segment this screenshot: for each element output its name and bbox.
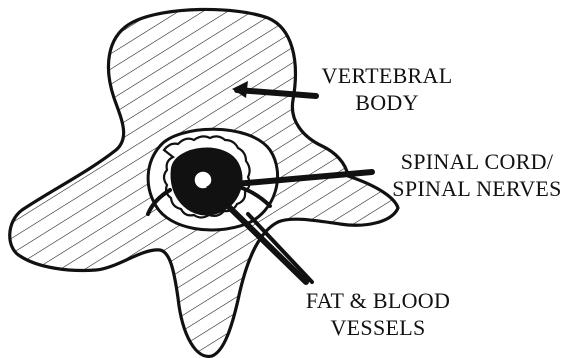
- vertebral-body-label: VERTEBRAL BODY: [302, 62, 472, 116]
- fat-blood-pointer: [248, 214, 312, 282]
- fat-blood-vessels-label: FAT & BLOOD VESSELS: [288, 287, 468, 341]
- fat-blood-vessels-label-line2: VESSELS: [288, 314, 468, 341]
- vertebral-body-label-line2: BODY: [302, 89, 472, 116]
- fat-blood-vessels-label-line1: FAT & BLOOD: [288, 287, 468, 314]
- spinal-cord-label: SPINAL CORD/ SPINAL NERVES: [372, 148, 580, 202]
- vertebral-body-label-line1: VERTEBRAL: [302, 62, 472, 89]
- spinal-cord-label-line2: SPINAL NERVES: [372, 175, 580, 202]
- spinal-cord-label-line1: SPINAL CORD/: [372, 148, 580, 175]
